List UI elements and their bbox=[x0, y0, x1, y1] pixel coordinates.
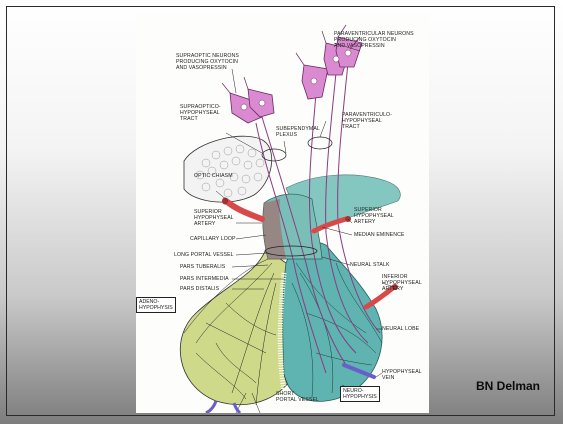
label-superior-artery-right: SUPERIOR HYPOPHYSEAL ARTERY bbox=[354, 207, 394, 225]
label-supraoptic-neurons: SUPRAOPTIC NEURONS PRODUCING OXYTOCIN AN… bbox=[176, 53, 239, 71]
label-optic-chiasm: OPTIC CHIASM bbox=[194, 173, 233, 179]
label-neurohypophysis: NEURO- HYPOPHYSIS bbox=[340, 386, 380, 402]
label-median-eminence: MEDIAN EMINENCE bbox=[354, 232, 405, 238]
optic-chiasm-shape bbox=[184, 136, 272, 202]
label-superior-artery-left: SUPERIOR HYPOPHYSEAL ARTERY bbox=[194, 209, 234, 227]
author-credit: BN Delman bbox=[476, 379, 540, 393]
pituitary-diagram: PARAVENTRICULAR NEURONS PRODUCING OXYTOC… bbox=[136, 13, 429, 413]
label-paraventriculo-tract: PARAVENTRICULO- HYPOPHYSEAL TRACT bbox=[342, 112, 392, 130]
label-short-portal-vessel: SHORT PORTAL VESSEL bbox=[276, 391, 319, 403]
label-hypophyseal-vein: HYPOPHYSEAL VEIN bbox=[382, 369, 422, 381]
neuron-cells bbox=[230, 37, 362, 123]
label-paraventricular-neurons: PARAVENTRICULAR NEURONS PRODUCING OXYTOC… bbox=[334, 31, 414, 49]
label-neural-stalk: NEURAL STALK bbox=[350, 262, 390, 268]
label-inferior-artery: INFERIOR HYPOPHYSEAL ARTERY bbox=[382, 274, 422, 292]
label-supraoptico-tract: SUPRAOPTICO- HYPOPHYSEAL TRACT bbox=[180, 104, 221, 122]
label-pars-tuberalis: PARS TUBERALIS bbox=[180, 264, 225, 270]
label-subependymal-plexus: SUBEPENDYMAL PLEXUS bbox=[276, 126, 320, 138]
label-neural-lobe: NEURAL LOBE bbox=[382, 326, 419, 332]
label-capillary-loop: CAPILLARY LOOP bbox=[190, 236, 236, 242]
label-long-portal-vessel: LONG PORTAL VESSEL bbox=[174, 252, 234, 258]
label-pars-distalis: PARS DISTALIS bbox=[180, 286, 219, 292]
adenohypophysis-lobe bbox=[180, 249, 295, 405]
label-pars-intermedia: PARS INTERMEDIA bbox=[180, 276, 229, 282]
label-adenohypophysis: ADENO- HYPOPHYSIS bbox=[136, 297, 176, 313]
